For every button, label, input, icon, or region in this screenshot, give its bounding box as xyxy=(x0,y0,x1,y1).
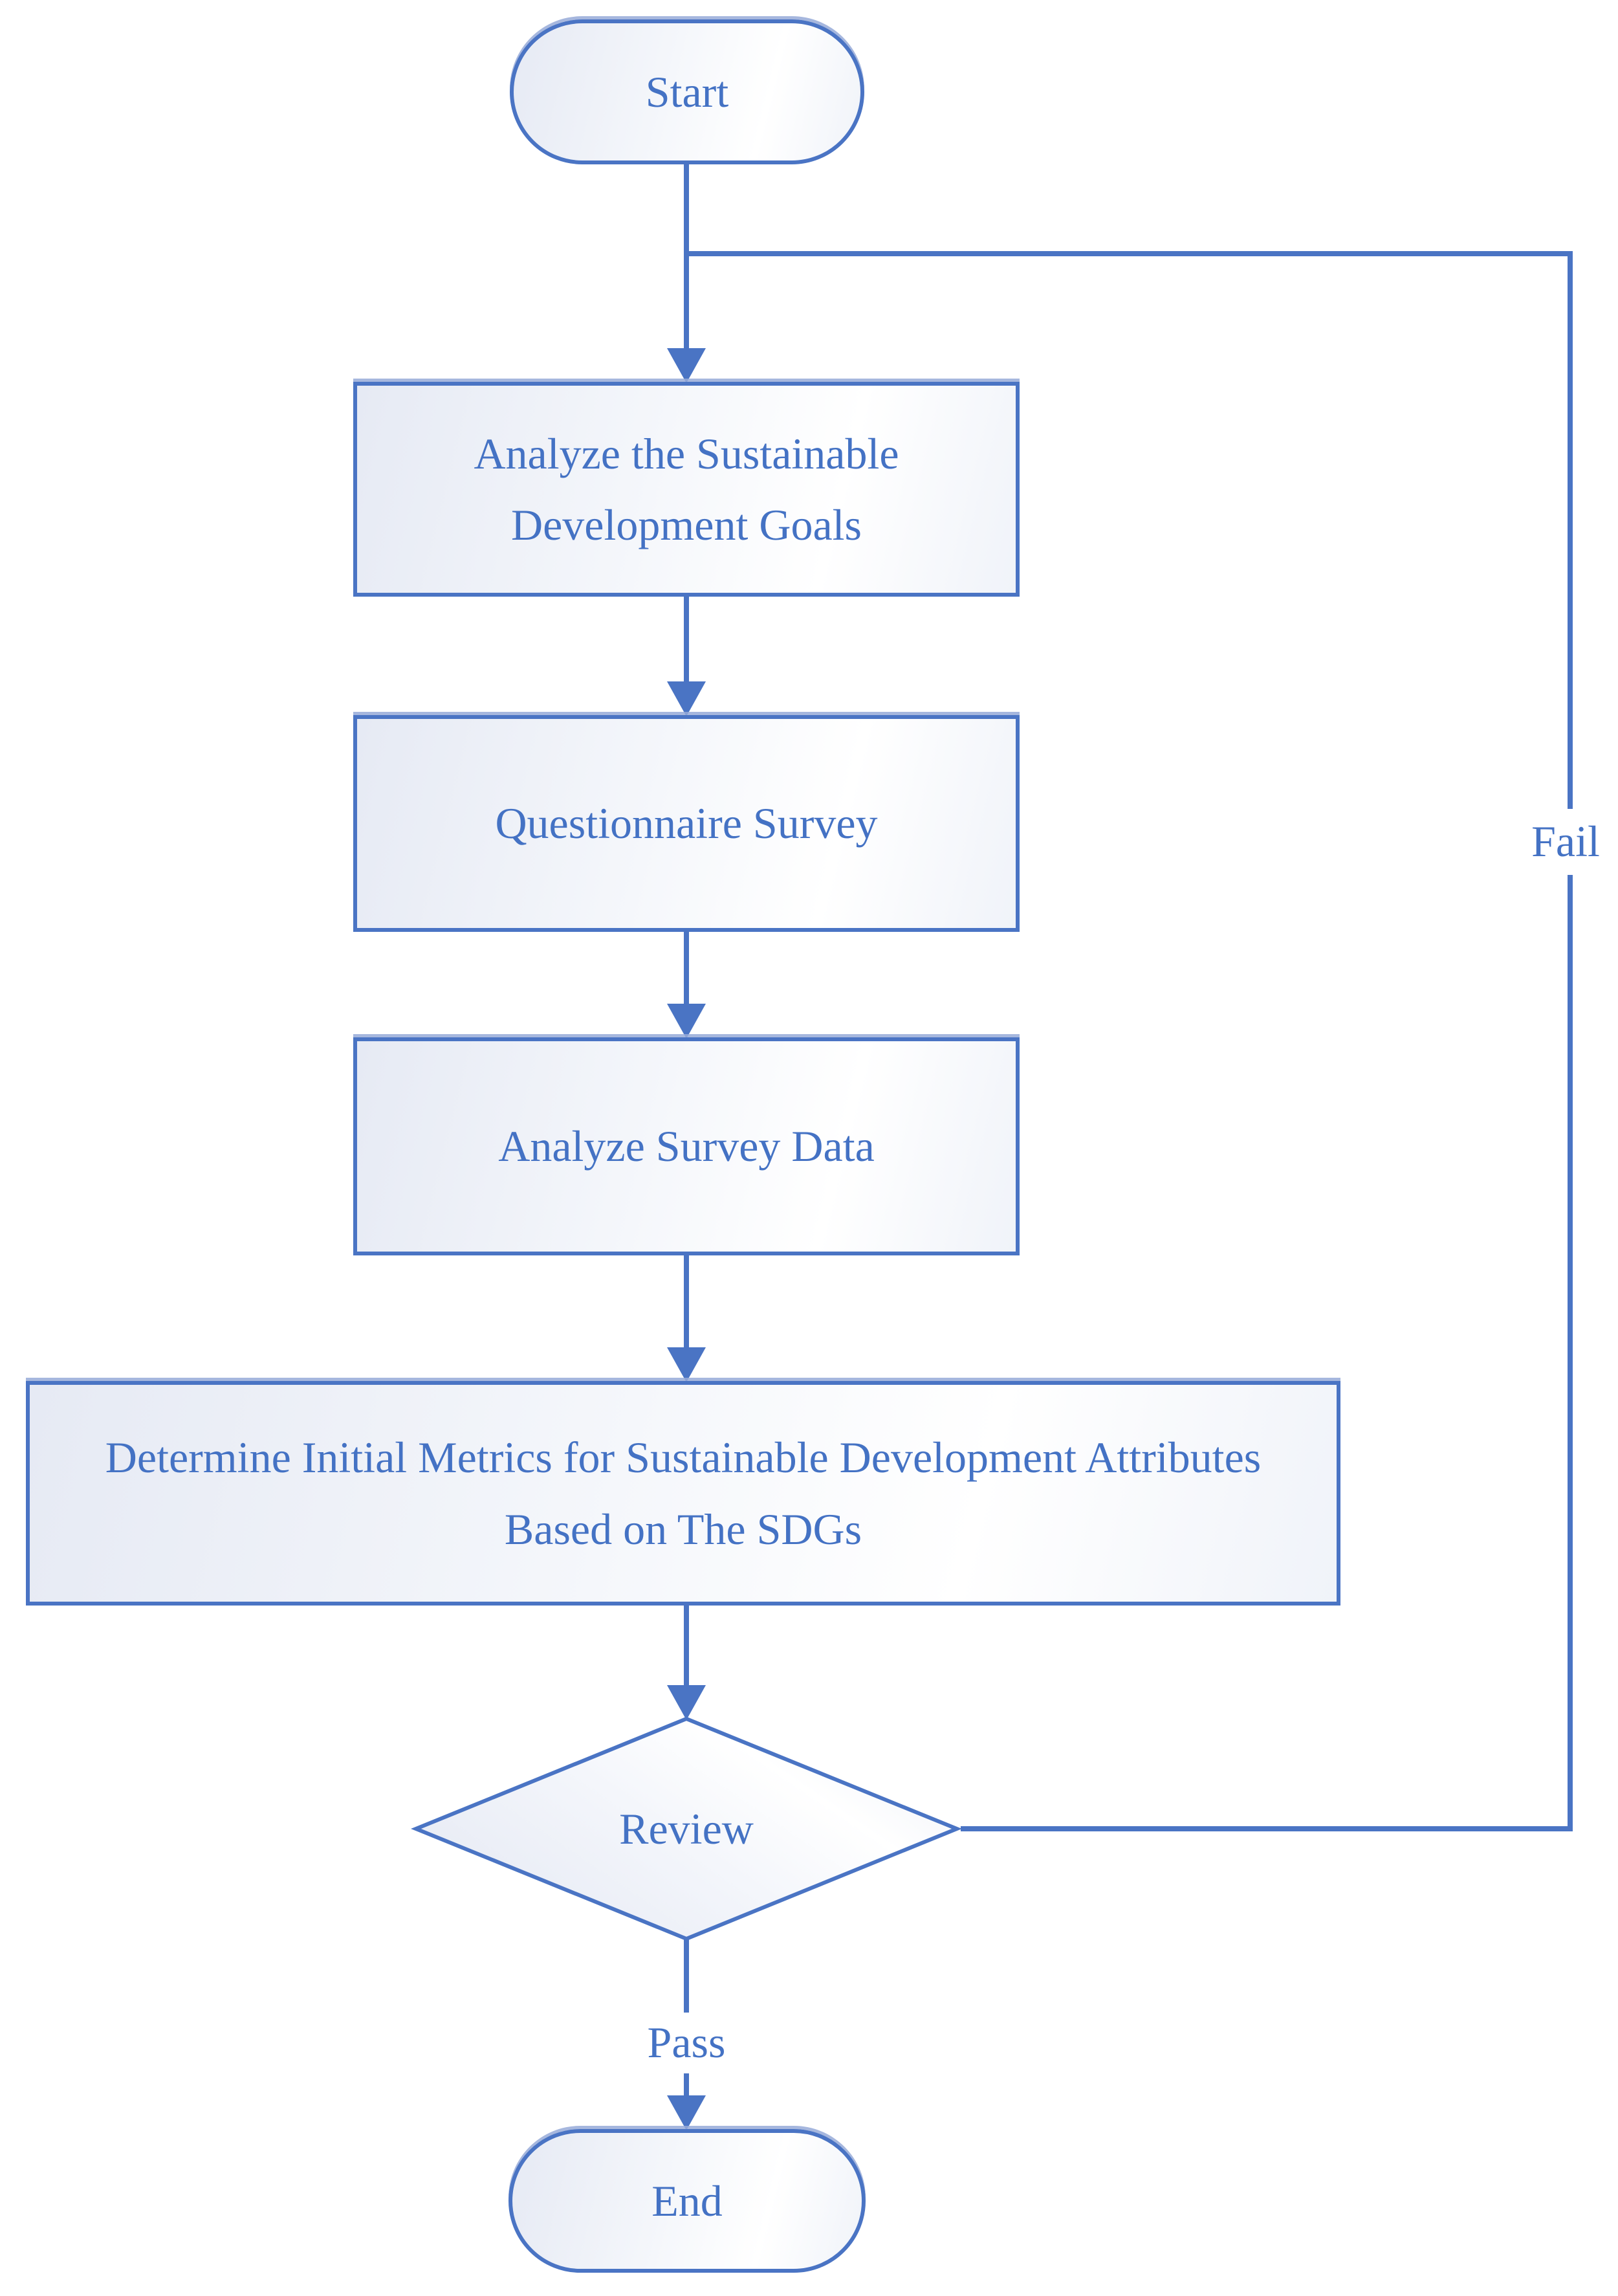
decision-review-shape xyxy=(411,1716,962,1941)
fail-edge-upper xyxy=(686,251,1573,809)
process-questionnaire-survey-label: Questionnaire Survey xyxy=(495,799,878,848)
edge-label-pass: Pass xyxy=(647,2018,726,2067)
start-label: Start xyxy=(645,67,729,116)
arrowhead-into-questionnaire xyxy=(667,681,706,716)
start-node: Start xyxy=(510,19,864,164)
arrowhead-into-analyze-data xyxy=(667,1004,706,1039)
process-determine-metrics: Determine Initial Metrics for Sustainabl… xyxy=(26,1381,1340,1606)
end-label: End xyxy=(651,2176,723,2225)
process-analyze-survey-data-label: Analyze Survey Data xyxy=(498,1121,875,1171)
process-analyze-survey-data: Analyze Survey Data xyxy=(353,1037,1020,1255)
process-determine-metrics-label: Determine Initial Metrics for Sustainabl… xyxy=(105,1433,1262,1554)
end-node: End xyxy=(508,2129,866,2273)
fail-edge-lower xyxy=(961,875,1573,1831)
process-analyze-sdgs-label: Analyze the Sustainable Development Goal… xyxy=(474,428,899,549)
decision-review-label: Review xyxy=(619,1804,754,1853)
process-questionnaire-survey: Questionnaire Survey xyxy=(353,715,1020,932)
process-analyze-sdgs: Analyze the Sustainable Development Goal… xyxy=(353,382,1020,597)
arrowhead-into-metrics xyxy=(667,1347,706,1382)
arrowhead-into-analyze-sdgs xyxy=(667,348,706,383)
arrowhead-into-end xyxy=(667,2095,706,2130)
edge-label-fail: Fail xyxy=(1531,817,1600,866)
arrowhead-into-review xyxy=(667,1685,706,1720)
